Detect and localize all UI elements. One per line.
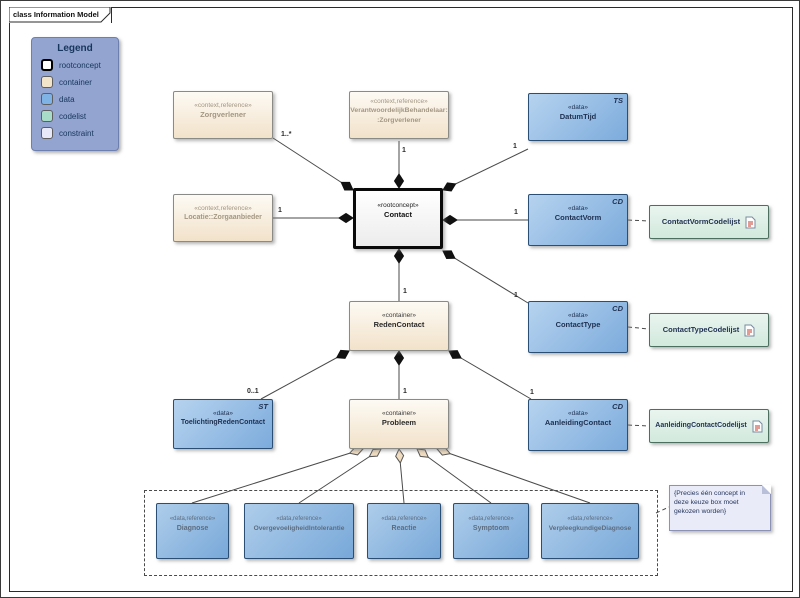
document-icon [745,216,756,228]
stereotype: «rootconcept» [377,202,419,209]
frame-tab-shape [9,7,111,23]
frame-title: class Information Model [13,10,99,19]
multiplicity-label: 1 [403,288,407,295]
type-tag: TS [613,96,623,105]
document-icon [752,420,763,432]
node-name: RedenContact [373,320,425,329]
legend-item-constraint: constraint [41,127,118,139]
node-name: ContactType [555,320,601,329]
node-toelichtingredencontact[interactable]: ST «data» ToelichtingRedenContact [173,399,273,449]
legend-label: rootconcept [59,60,101,70]
node-name-2: :Zorgverlener [377,117,421,124]
note-text: {Precies één concept in deze keuze box m… [674,490,746,515]
node-name: Reactie [391,525,417,532]
node-name: Zorgverlener [200,110,246,119]
stereotype: «container» [382,410,416,417]
node-contacttype[interactable]: CD «data» ContactType [528,301,628,353]
stereotype: «context,reference» [194,102,252,109]
node-aanleidingcontactcodelijst[interactable]: AanleidingContactCodelijst [649,409,769,443]
stereotype: «data,reference» [567,516,613,522]
node-name: Locatie::Zorgaanbieder [184,214,262,221]
node-name: DatumTijd [559,112,597,121]
node-name: ContactVormCodelijst [661,217,741,226]
type-tag: CD [612,304,623,313]
node-name: OvergevoeligheidIntolerantie [253,525,345,532]
multiplicity-label: 1 [514,292,518,299]
node-contactvormcodelijst[interactable]: ContactVormCodelijst [649,205,769,239]
container-swatch [41,76,53,88]
document-icon [744,324,755,336]
multiplicity-label: 1..* [281,131,292,138]
node-locatie-zorgaanbieder[interactable]: «context,reference» Locatie::Zorgaanbied… [173,194,273,242]
frame-title-tab: class Information Model [9,7,112,23]
multiplicity-label: 1 [403,388,407,395]
multiplicity-label: 1 [513,143,517,150]
legend-label: container [59,77,92,87]
node-symptoom[interactable]: «data,reference» Symptoom [453,503,529,559]
node-name: Diagnose [176,525,209,532]
multiplicity-label: 1 [278,207,282,214]
legend-item-rootconcept: rootconcept [41,59,118,71]
stereotype: «data,reference» [169,516,216,522]
stereotype: «context,reference» [370,98,428,105]
node-name: Contact [384,210,412,219]
type-tag: CD [612,197,623,206]
codelist-swatch [41,110,53,122]
legend-label: constraint [59,128,94,138]
node-diagnose[interactable]: «data,reference» Diagnose [156,503,229,559]
type-tag: CD [612,402,623,411]
node-contact[interactable]: «rootconcept» Contact [353,188,443,249]
node-name: AanleidingContact [544,418,612,427]
stereotype: «data,reference» [276,516,322,522]
node-reactie[interactable]: «data,reference» Reactie [367,503,441,559]
rootconcept-swatch [41,59,53,71]
node-name: Symptoom [472,525,510,532]
legend-item-data: data [41,93,118,105]
stereotype: «data,reference» [381,516,427,522]
node-name: ToelichtingRedenContact [180,419,266,426]
node-redencontact[interactable]: «container» RedenContact [349,301,449,351]
legend-item-container: container [41,76,118,88]
multiplicity-label: 0..1 [247,388,259,395]
multiplicity-label: 1 [514,209,518,216]
stereotype: «data» [213,410,233,417]
stereotype: «data» [568,410,588,417]
node-verantwoordelijkbehandelaar[interactable]: «context,reference» VerantwoordelijkBeha… [349,91,449,139]
data-swatch [41,93,53,105]
choice-group-box [144,490,658,576]
stereotype: «data» [568,205,588,212]
node-contactvorm[interactable]: CD «data» ContactVorm [528,194,628,246]
node-zorgverlener[interactable]: «context,reference» Zorgverlener [173,91,273,139]
stereotype: «data» [568,104,588,111]
node-contacttypecodelijst[interactable]: ContactTypeCodelijst [649,313,769,347]
node-name: Probleem [381,418,417,427]
multiplicity-label: 1 [402,147,406,154]
constraint-note[interactable]: {Precies één concept in deze keuze box m… [669,485,771,531]
multiplicity-label: 1 [530,389,534,396]
node-probleem[interactable]: «container» Probleem [349,399,449,449]
node-name: VerantwoordelijkBehandelaar: [350,107,448,114]
legend-label: codelist [59,111,87,121]
legend-label: data [59,94,75,104]
stereotype: «context,reference» [194,205,252,212]
diagram-frame [9,7,793,592]
node-name: AanleidingContactCodelijst [655,422,747,429]
node-verpleegkundigediagnose[interactable]: «data,reference» VerpleegkundigeDiagnose [541,503,639,559]
node-name: ContactTypeCodelijst [662,325,740,334]
type-tag: ST [258,402,268,411]
stereotype: «data,reference» [468,516,514,522]
constraint-swatch [41,127,53,139]
stereotype: «data» [568,312,588,319]
node-name: VerpleegkundigeDiagnose [548,525,632,532]
node-datumtijd[interactable]: TS «data» DatumTijd [528,93,628,141]
legend-panel: Legend rootconcept container data codeli… [31,37,119,151]
legend-title: Legend [57,43,93,54]
node-name: ContactVorm [554,213,602,222]
node-overgevoeligheidintolerantie[interactable]: «data,reference» OvergevoeligheidIntoler… [244,503,354,559]
node-aanleidingcontact[interactable]: CD «data» AanleidingContact [528,399,628,451]
stereotype: «container» [382,312,416,319]
legend-item-codelist: codelist [41,110,118,122]
